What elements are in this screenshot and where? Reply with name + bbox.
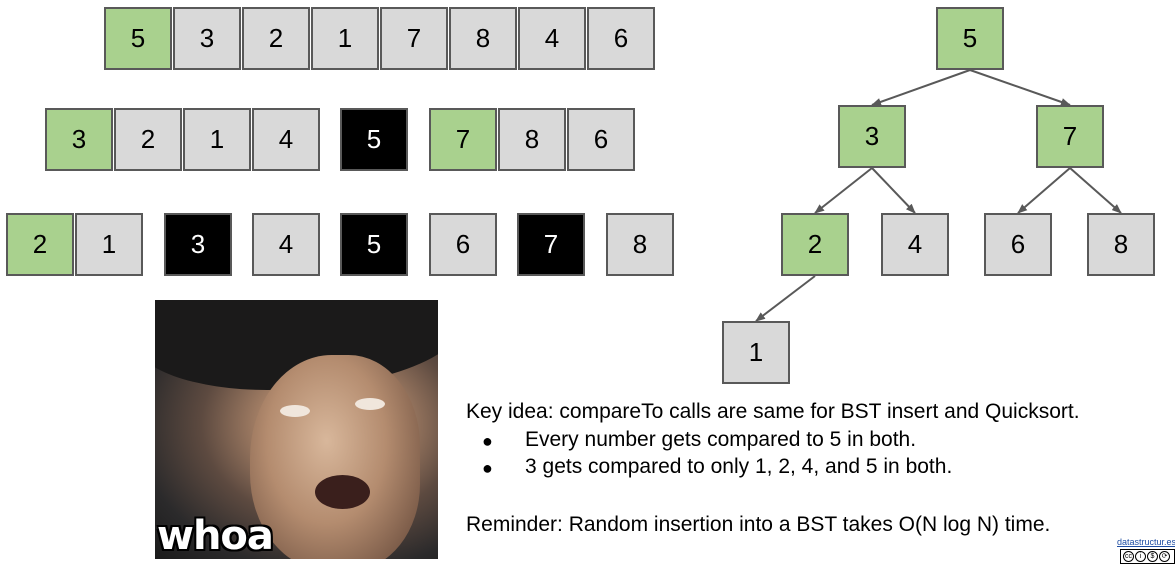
meme-mouth — [315, 475, 370, 509]
array-cell: 8 — [498, 108, 566, 171]
array-cell: 8 — [606, 213, 674, 276]
bst-node: 1 — [722, 321, 790, 384]
array-cell: 2 — [242, 7, 310, 70]
array-cell: 5 — [104, 7, 172, 70]
bst-node: 2 — [781, 213, 849, 276]
bst-node: 6 — [984, 213, 1052, 276]
array-cell: 4 — [518, 7, 586, 70]
cc-license-badge[interactable]: cc i $ ⟳ — [1120, 549, 1175, 564]
bst-edge-n7-n6 — [1017, 167, 1071, 214]
array-cell: 3 — [164, 213, 232, 276]
meme-caption: whoa — [157, 513, 274, 559]
bullet-text: Every number gets compared to 5 in both. — [525, 428, 917, 451]
sa-icon: ⟳ — [1159, 551, 1170, 562]
reminder-text: Reminder: Random insertion into a BST ta… — [466, 513, 1051, 536]
array-cell: 2 — [114, 108, 182, 171]
meme-face — [250, 355, 420, 559]
array-cell: 5 — [340, 108, 408, 171]
whoa-meme-image: whoa — [155, 300, 438, 559]
array-cell: 2 — [6, 213, 74, 276]
bst-edge-n7-n8 — [1069, 167, 1122, 214]
bullet-symbol: ● — [482, 431, 493, 451]
credit-link[interactable]: datastructur.es — [1117, 537, 1175, 547]
array-cell: 1 — [311, 7, 379, 70]
meme-eye — [280, 405, 310, 417]
array-cell: 1 — [183, 108, 251, 171]
bst-edge-n3-n2 — [814, 167, 873, 214]
array-cell: 4 — [252, 108, 320, 171]
bst-node: 7 — [1036, 105, 1104, 168]
bst-edge-n2-n1 — [755, 275, 816, 322]
array-cell: 6 — [587, 7, 655, 70]
array-cell: 7 — [429, 108, 497, 171]
bullet-text: 3 gets compared to only 1, 2, 4, and 5 i… — [525, 455, 953, 478]
bst-node: 5 — [936, 7, 1004, 70]
bst-node: 4 — [881, 213, 949, 276]
nc-icon: $ — [1147, 551, 1158, 562]
array-cell: 3 — [173, 7, 241, 70]
bullet-symbol: ● — [482, 458, 493, 478]
array-cell: 1 — [75, 213, 143, 276]
array-cell: 3 — [45, 108, 113, 171]
bst-edge-n5-n7 — [969, 69, 1071, 106]
bst-node: 8 — [1087, 213, 1155, 276]
array-cell: 6 — [429, 213, 497, 276]
by-icon: i — [1135, 551, 1146, 562]
bst-node: 3 — [838, 105, 906, 168]
array-cell: 4 — [252, 213, 320, 276]
array-cell: 7 — [380, 7, 448, 70]
array-cell: 5 — [340, 213, 408, 276]
array-cell: 6 — [567, 108, 635, 171]
bst-edge-n5-n3 — [871, 69, 971, 106]
cc-icon: cc — [1123, 551, 1134, 562]
key-idea-text: Key idea: compareTo calls are same for B… — [466, 400, 1080, 423]
bst-edge-n3-n4 — [871, 167, 916, 214]
array-cell: 7 — [517, 213, 585, 276]
array-cell: 8 — [449, 7, 517, 70]
meme-eye — [355, 398, 385, 410]
